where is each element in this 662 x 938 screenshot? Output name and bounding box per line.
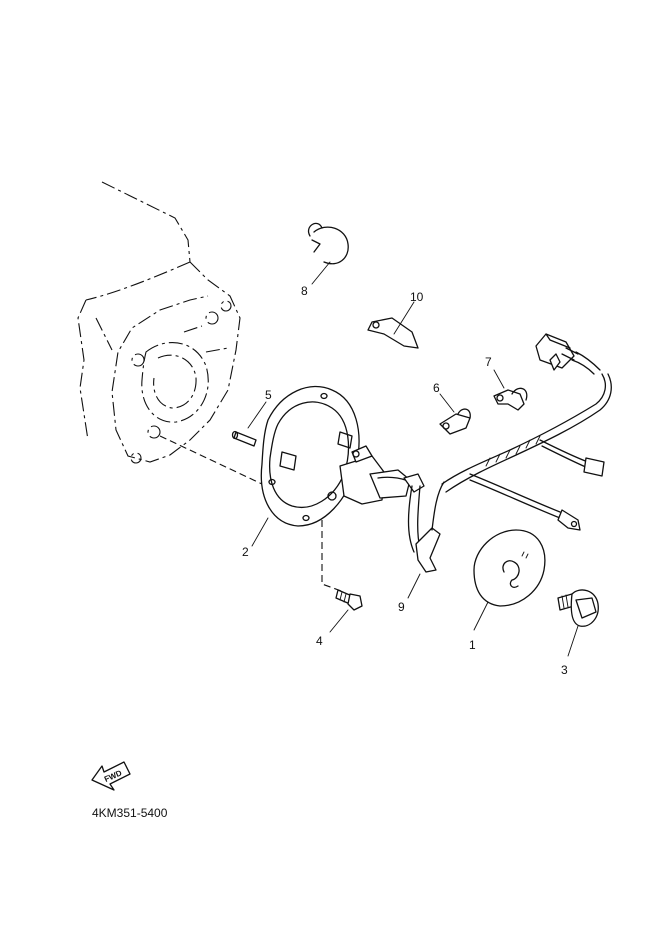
callout-8: 8 (301, 284, 308, 298)
callout-1: 1 (469, 638, 476, 652)
forward-arrow-icon: FWD (91, 761, 131, 791)
bolt-part (557, 589, 599, 657)
callout-2: 2 (242, 545, 249, 559)
coupler-part (535, 333, 579, 371)
clamp-part (439, 393, 471, 435)
dowel-pin-part (231, 401, 267, 447)
stator-plate-part (251, 385, 360, 547)
lead-wire-part (407, 481, 445, 599)
wire-clip-part (493, 369, 528, 411)
engine-case-outline (77, 181, 241, 464)
callout-3: 3 (561, 663, 568, 677)
screw-alignment-line (321, 520, 345, 593)
callout-10: 10 (410, 290, 424, 304)
bracket-part (367, 301, 419, 349)
screw-part (329, 589, 363, 633)
callout-7: 7 (485, 355, 492, 369)
callout-5: 5 (265, 388, 272, 402)
wire-harness-part (441, 351, 612, 531)
callout-4: 4 (316, 634, 323, 648)
callout-6: 6 (433, 381, 440, 395)
circlip-part (307, 222, 349, 285)
pickup-coil-part (327, 445, 425, 505)
alignment-line (159, 435, 263, 485)
callout-9: 9 (398, 600, 405, 614)
rotor-plate-part (473, 529, 546, 631)
diagram-code: 4KM351-5400 (92, 806, 168, 820)
